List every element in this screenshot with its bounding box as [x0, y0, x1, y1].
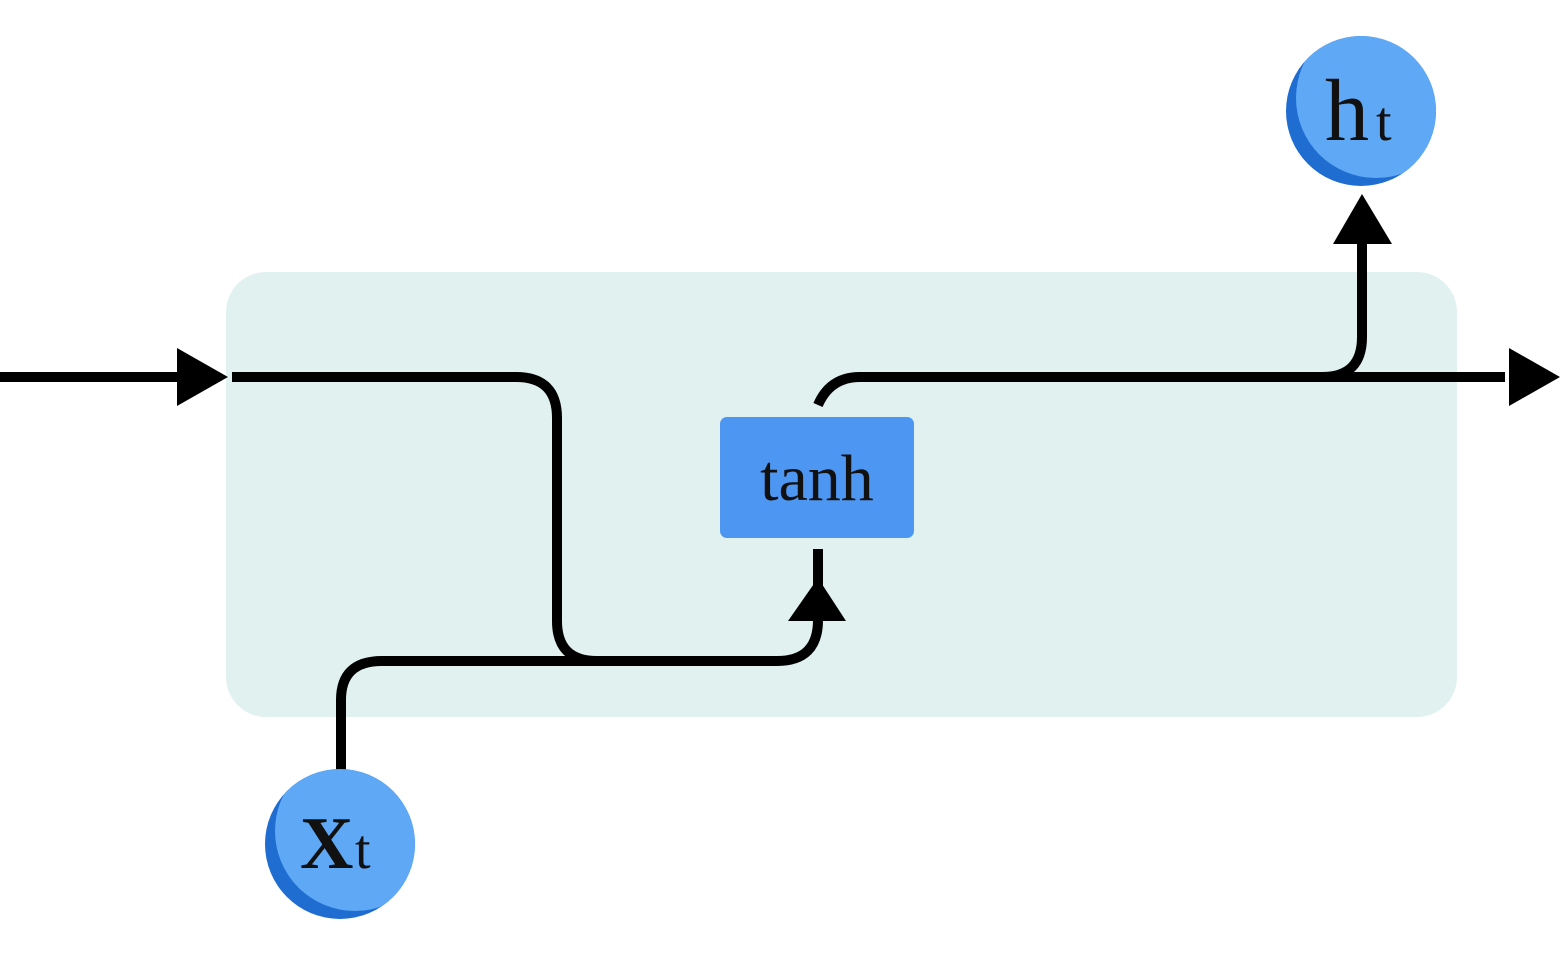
input-node-xt: X t	[265, 769, 415, 919]
output-node-subscript: t	[1376, 91, 1392, 153]
input-path	[336, 619, 823, 770]
tanh-input-arrow	[788, 549, 846, 621]
output-arrow-head	[1333, 194, 1392, 244]
output-node-main-label: h	[1325, 63, 1369, 160]
input-node-subscript: t	[355, 819, 371, 881]
tanh-activation-box: tanh	[720, 417, 914, 538]
output-branch-path	[1321, 236, 1367, 382]
tanh-output-path	[813, 372, 1505, 408]
input-node-main-label: X	[300, 803, 353, 885]
output-node-ht: h t	[1286, 36, 1436, 186]
hidden-state-output-arrow	[1509, 348, 1560, 406]
tanh-label: tanh	[760, 442, 874, 515]
hidden-state-input-arrow	[0, 348, 228, 406]
